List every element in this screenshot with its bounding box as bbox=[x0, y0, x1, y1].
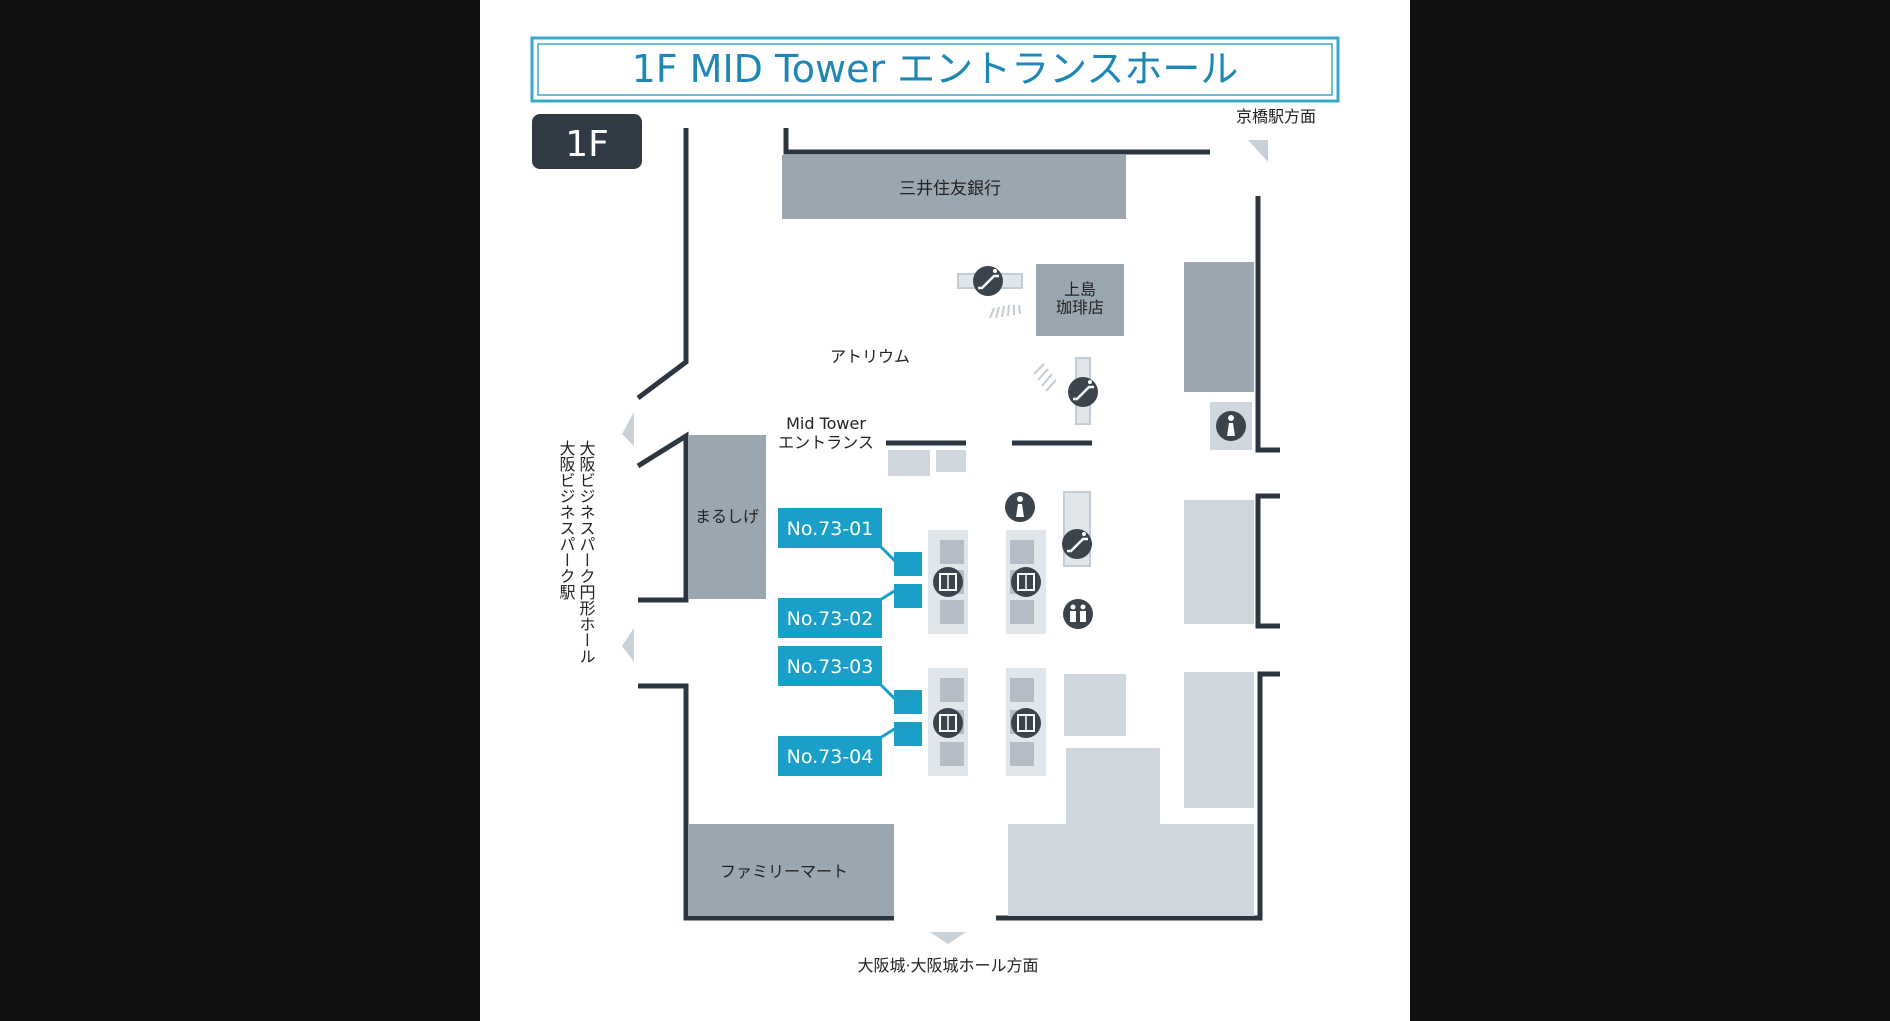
marushige-block bbox=[688, 435, 766, 599]
elevator-icon bbox=[933, 567, 963, 597]
small-block bbox=[1064, 674, 1126, 736]
kiosk-2 bbox=[936, 450, 966, 472]
label-entrance-1: Mid Tower bbox=[786, 414, 866, 433]
arrow-obp-lower bbox=[622, 628, 634, 662]
title-box: 1F MID Tower エントランスホール bbox=[530, 36, 1340, 103]
lower-right-block bbox=[1008, 748, 1254, 916]
direction-kyobashi: 京橋駅方面 bbox=[1236, 107, 1316, 126]
kiosk-1 bbox=[888, 450, 930, 476]
direction-obp-station: 大阪ビジネスパーク駅 bbox=[557, 440, 576, 600]
escalator-icon bbox=[973, 266, 1003, 296]
floor-badge-label: 1F bbox=[565, 124, 609, 165]
spot-label: No.73-02 bbox=[787, 608, 874, 630]
escalator-icon bbox=[1068, 377, 1098, 407]
spot-tag-73-04[interactable]: No.73-04 bbox=[778, 722, 922, 776]
restroom-icon bbox=[1005, 492, 1035, 522]
label-familymart: ファミリーマート bbox=[720, 862, 848, 881]
elevator-icon bbox=[1011, 567, 1041, 597]
label-marushige: まるしげ bbox=[695, 507, 759, 526]
right-upper-block bbox=[1184, 262, 1254, 392]
escalator-icon bbox=[1062, 529, 1092, 559]
store-blocks bbox=[688, 155, 1254, 916]
right-mid-block bbox=[1184, 500, 1254, 624]
spot-tag-73-03[interactable]: No.73-03 bbox=[778, 646, 922, 714]
right-lower-block bbox=[1184, 672, 1254, 808]
restroom-icon bbox=[1063, 599, 1093, 629]
arrow-obp-upper bbox=[622, 412, 634, 446]
elevator-icon bbox=[1011, 708, 1041, 738]
arrow-osaka-castle bbox=[930, 932, 966, 944]
spot-label: No.73-03 bbox=[787, 656, 874, 678]
label-atrium: アトリウム bbox=[830, 347, 910, 366]
arrow-kyobashi bbox=[1248, 140, 1268, 162]
page-title: 1F MID Tower エントランスホール bbox=[632, 47, 1239, 91]
bank-block bbox=[782, 155, 1126, 219]
label-bank: 三井住友銀行 bbox=[899, 179, 1001, 199]
label-cafe-2: 珈琲店 bbox=[1056, 298, 1104, 317]
label-cafe-1: 上島 bbox=[1064, 280, 1096, 299]
spot-label: No.73-04 bbox=[787, 746, 874, 768]
escalator-steps bbox=[989, 304, 1057, 392]
direction-osaka-castle: 大阪城·大阪城ホール方面 bbox=[857, 956, 1038, 975]
floor-badge: 1F bbox=[532, 114, 642, 169]
spot-label: No.73-01 bbox=[787, 518, 874, 540]
walls bbox=[636, 128, 1280, 921]
spot-tags: No.73-01 No.73-02 No.73-03 No.73-04 bbox=[778, 508, 922, 776]
spot-tag-73-01[interactable]: No.73-01 bbox=[778, 508, 922, 576]
elevator-icon bbox=[933, 708, 963, 738]
restroom-icon bbox=[1216, 411, 1246, 441]
label-entrance-2: エントランス bbox=[778, 433, 874, 452]
spot-tag-73-02[interactable]: No.73-02 bbox=[778, 584, 922, 638]
cafe-block bbox=[1036, 264, 1124, 336]
familymart-block bbox=[688, 824, 894, 916]
direction-obp-hall: 大阪ビジネスパーク円形ホール bbox=[577, 440, 596, 664]
